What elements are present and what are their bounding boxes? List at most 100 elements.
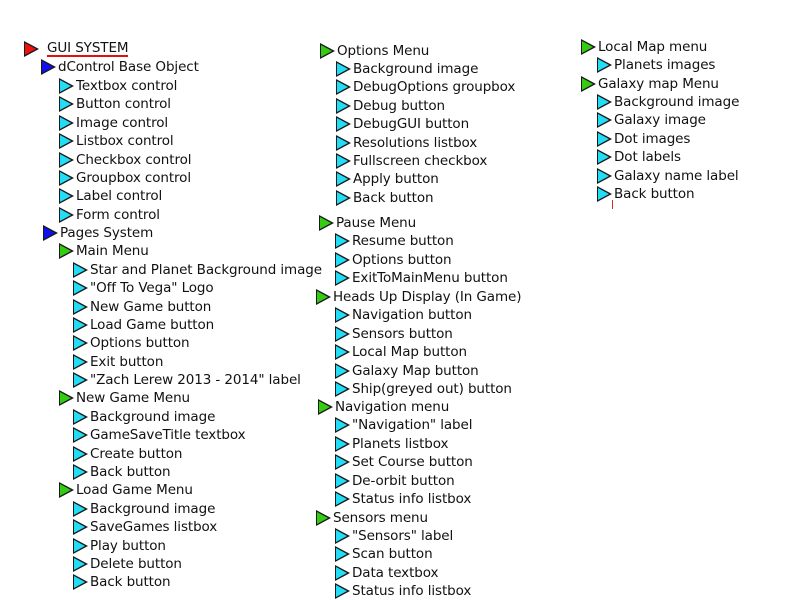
node-options-child: Debug button bbox=[336, 97, 445, 115]
green-triangle-icon bbox=[316, 289, 331, 305]
node-label: Options button bbox=[352, 251, 452, 268]
node-load-game-child: Background image bbox=[73, 500, 215, 518]
node-options-child: DebugOptions groupbox bbox=[336, 78, 515, 96]
node-options-child: Background image bbox=[336, 60, 478, 78]
node-label: Sensors menu bbox=[333, 510, 428, 526]
blue-triangle-icon bbox=[41, 59, 56, 75]
green-triangle-icon bbox=[581, 39, 596, 55]
cyan-triangle-icon bbox=[597, 130, 612, 147]
node-pause-child: Options button bbox=[335, 251, 452, 269]
node-dcontrol-child: Label control bbox=[59, 187, 162, 205]
node-new-game-child: Background image bbox=[73, 408, 215, 426]
node-label: Label control bbox=[76, 188, 163, 205]
node-label: Debug button bbox=[353, 97, 446, 114]
node-label: DebugOptions groupbox bbox=[353, 79, 516, 96]
cyan-triangle-icon bbox=[597, 186, 612, 202]
node-label: Load Game Menu bbox=[76, 482, 193, 498]
cyan-triangle-icon bbox=[335, 564, 350, 581]
node-label: Galaxy image bbox=[614, 112, 706, 129]
node-sensors-child: "Sensors" label bbox=[335, 527, 453, 545]
node-navigation-child: "Navigation" label bbox=[335, 416, 472, 434]
node-pages-system: Pages System bbox=[43, 224, 153, 242]
node-label: GameSaveTitle textbox bbox=[90, 427, 246, 444]
node-pause-menu: Pause Menu bbox=[319, 214, 416, 232]
node-options-child: Back button bbox=[336, 189, 434, 207]
node-dcontrol-child: Listbox control bbox=[59, 132, 174, 150]
node-hud-child: Galaxy Map button bbox=[335, 362, 479, 380]
cyan-triangle-icon bbox=[59, 133, 74, 150]
green-triangle-icon bbox=[320, 43, 335, 59]
node-label: De-orbit button bbox=[352, 472, 455, 489]
node-hud-child: Navigation button bbox=[335, 306, 472, 324]
node-load-game-child: SaveGames listbox bbox=[73, 518, 217, 536]
node-label: "Navigation" label bbox=[352, 417, 473, 433]
cyan-triangle-icon bbox=[73, 316, 88, 333]
cyan-triangle-icon bbox=[73, 574, 88, 591]
node-gui-system: GUI SYSTEM bbox=[24, 40, 129, 58]
node-options-child: Fullscreen checkbox bbox=[336, 152, 487, 170]
node-options-child: Resolutions listbox bbox=[336, 134, 477, 152]
node-label: Galaxy name label bbox=[614, 167, 739, 184]
cyan-triangle-icon bbox=[73, 445, 88, 462]
node-label: Textbox control bbox=[76, 78, 178, 94]
node-label: SaveGames listbox bbox=[90, 519, 218, 536]
node-main-menu-child: Exit button bbox=[73, 353, 163, 371]
node-label: Navigation menu bbox=[335, 399, 450, 415]
node-label: Background image bbox=[90, 409, 216, 425]
node-new-game-child: Create button bbox=[73, 445, 182, 463]
node-label: Status info listbox bbox=[352, 583, 472, 600]
cyan-triangle-icon bbox=[59, 188, 74, 205]
node-navigation-child: Status info listbox bbox=[335, 490, 471, 508]
cyan-triangle-icon bbox=[597, 57, 612, 73]
cyan-triangle-icon bbox=[335, 472, 350, 489]
node-label: GUI SYSTEM bbox=[47, 40, 129, 57]
cyan-triangle-icon bbox=[335, 417, 350, 433]
node-label: "Off To Vega" Logo bbox=[90, 280, 214, 297]
node-label: Navigation button bbox=[352, 307, 472, 323]
node-label: Checkbox control bbox=[76, 151, 192, 168]
node-label: Back button bbox=[614, 186, 695, 202]
node-dcontrol-child: Checkbox control bbox=[59, 151, 192, 169]
node-new-game-menu: New Game Menu bbox=[59, 389, 190, 407]
node-label: Options Menu bbox=[337, 43, 430, 59]
green-triangle-icon bbox=[59, 482, 74, 498]
cyan-triangle-icon bbox=[73, 501, 88, 517]
node-label: Play button bbox=[90, 537, 166, 554]
node-local-map-child: Planets images bbox=[597, 56, 715, 74]
node-label: Dot images bbox=[614, 130, 691, 147]
cyan-triangle-icon bbox=[336, 61, 351, 77]
node-label: Main Menu bbox=[76, 243, 149, 259]
node-label: Form control bbox=[76, 206, 160, 223]
node-label: Planets listbox bbox=[352, 435, 449, 452]
node-dcontrol-child: Button control bbox=[59, 95, 171, 113]
node-load-game-child: Play button bbox=[73, 537, 166, 555]
cyan-triangle-icon bbox=[73, 409, 88, 425]
node-load-game-menu: Load Game Menu bbox=[59, 481, 193, 499]
node-new-game-child: GameSaveTitle textbox bbox=[73, 426, 246, 444]
node-sensors-child: Status info listbox bbox=[335, 582, 471, 600]
node-pause-child: ExitToMainMenu button bbox=[335, 269, 508, 287]
node-galaxy-map-child: Back button bbox=[597, 185, 695, 203]
cyan-triangle-icon bbox=[335, 381, 350, 397]
cyan-triangle-icon bbox=[59, 96, 74, 113]
green-triangle-icon bbox=[316, 510, 331, 526]
node-galaxy-map-child: Dot labels bbox=[597, 148, 681, 166]
node-label: Local Map menu bbox=[598, 39, 708, 55]
node-label: Back button bbox=[353, 189, 434, 206]
node-label: Listbox control bbox=[76, 133, 174, 150]
node-label: Load Game button bbox=[90, 316, 215, 333]
green-triangle-icon bbox=[319, 215, 334, 231]
node-label: Pages System bbox=[60, 225, 154, 241]
node-label: Galaxy Map button bbox=[352, 362, 479, 379]
cyan-triangle-icon bbox=[73, 371, 88, 388]
node-pause-child: Resume button bbox=[335, 232, 454, 250]
cyan-triangle-icon bbox=[335, 233, 350, 249]
node-hud-child: Ship(greyed out) button bbox=[335, 380, 512, 398]
cyan-triangle-icon bbox=[335, 325, 350, 342]
red-triangle-icon bbox=[24, 41, 39, 57]
node-navigation-child: Planets listbox bbox=[335, 435, 448, 453]
cyan-triangle-icon bbox=[335, 435, 350, 452]
node-label: "Zach Lerew 2013 - 2014" label bbox=[90, 371, 301, 388]
node-navigation-menu: Navigation menu bbox=[318, 398, 449, 416]
node-main-menu-child: New Game button bbox=[73, 298, 211, 316]
